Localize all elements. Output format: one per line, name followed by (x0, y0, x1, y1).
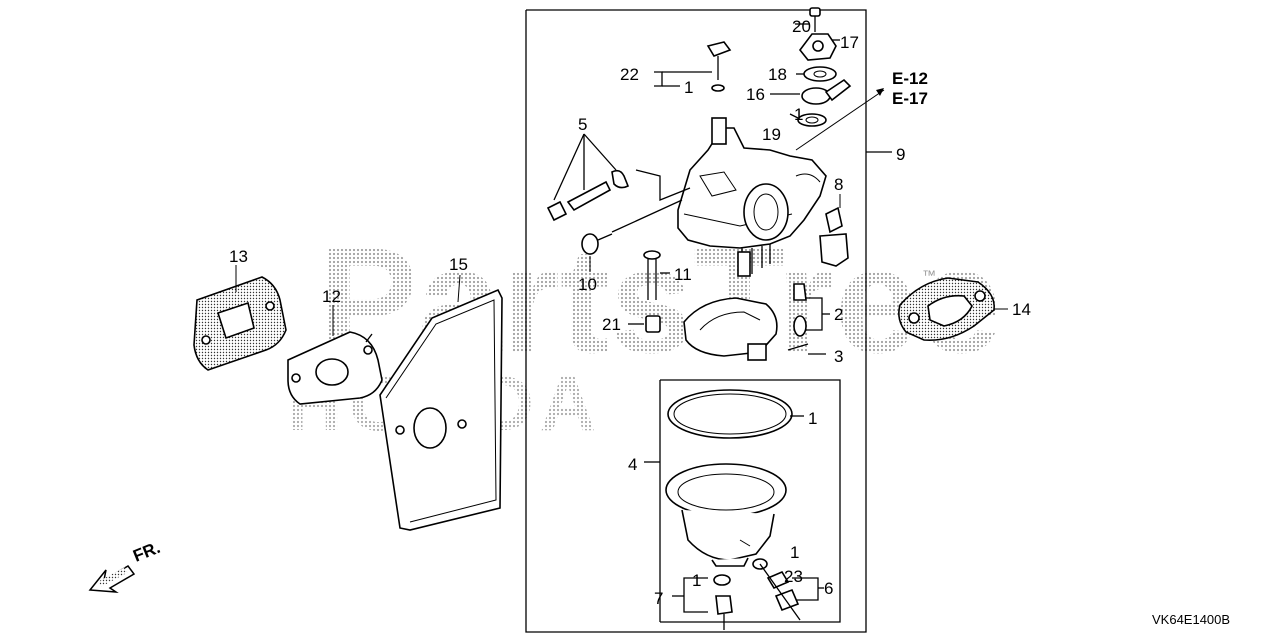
direction-label: FR. (130, 538, 163, 566)
callout-10: 10 (578, 275, 597, 294)
ref-arrow-head (876, 88, 884, 96)
screw-10 (581, 199, 683, 272)
jet-21 (628, 315, 661, 333)
choke-8 (819, 194, 849, 267)
callout-21: 21 (602, 315, 621, 334)
callout-1-washer: 1 (692, 571, 701, 590)
callout-labels: 20 17 18 16 1 19 E-12 E-17 9 22 1 5 8 13… (130, 17, 1230, 627)
callout-9: 9 (896, 145, 905, 164)
seal-19 (789, 113, 827, 127)
bracket-22 (654, 71, 663, 87)
callout-4: 4 (628, 455, 637, 474)
callout-1-screw: 1 (684, 78, 693, 97)
callout-15: 15 (449, 255, 468, 274)
ref-arrow (795, 89, 885, 151)
callout-7: 7 (654, 589, 663, 608)
callout-16: 16 (746, 85, 765, 104)
callout-3: 3 (834, 347, 843, 366)
gasket-ring-1 (667, 389, 804, 439)
screw-20 (795, 7, 821, 32)
callout-1-top: 1 (794, 105, 803, 124)
drain-bolt-23 (752, 558, 824, 621)
screw-22 (706, 41, 732, 92)
clip-3 (787, 343, 826, 355)
callout-1-bolt: 1 (790, 543, 799, 562)
carburetor-body (677, 117, 827, 277)
drain-screw-7 (672, 574, 733, 630)
callout-22: 22 (620, 65, 639, 84)
cross-ref-e12: E-12 (892, 69, 928, 88)
callout-12: 12 (322, 287, 341, 306)
front-direction-arrow (88, 565, 136, 593)
lever-16 (770, 78, 852, 105)
callout-14: 14 (1012, 300, 1031, 319)
callout-23: 23 (784, 567, 803, 586)
assembly-frame (525, 9, 867, 633)
float-chamber (665, 463, 787, 567)
diagram-code: VK64E1400B (1152, 612, 1230, 627)
watermark-trademark: ™ (922, 267, 936, 283)
callout-19: 19 (762, 125, 781, 144)
callout-11: 11 (674, 265, 692, 284)
cap-17 (798, 33, 840, 61)
pin-11 (643, 250, 670, 300)
cross-ref-e17: E-17 (892, 89, 928, 108)
callout-18: 18 (768, 65, 787, 84)
callout-1-gasket: 1 (808, 409, 817, 428)
float-assy (683, 297, 778, 361)
insulator-12 (287, 305, 383, 405)
gasket-13 (193, 265, 287, 371)
washer-18 (796, 66, 837, 82)
mixture-screw-5 (546, 133, 691, 222)
gasket-plate-15 (379, 274, 503, 531)
callout-13: 13 (229, 247, 248, 266)
callout-6: 6 (824, 579, 833, 598)
gasket-14 (898, 277, 1008, 342)
callout-20: 20 (792, 17, 811, 36)
callout-8: 8 (834, 175, 843, 194)
callout-5: 5 (578, 115, 587, 134)
callout-2: 2 (834, 305, 843, 324)
valve-2 (793, 283, 830, 337)
callout-17: 17 (840, 33, 859, 52)
chamber-frame (660, 379, 841, 623)
